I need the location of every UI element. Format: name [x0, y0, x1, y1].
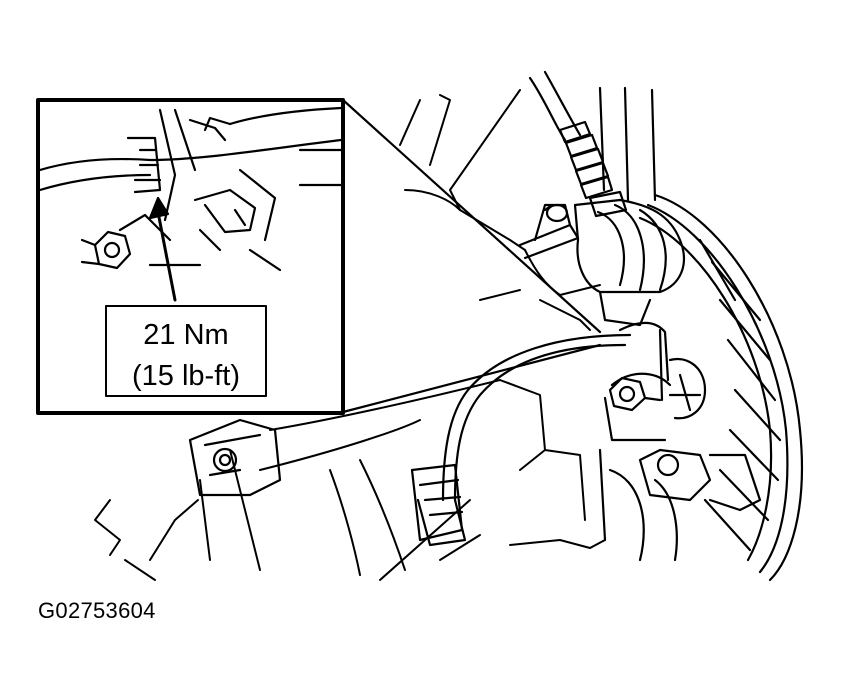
mounting-bracket: [188, 418, 282, 497]
zoom-leader-lines: [341, 98, 602, 414]
upper-shield-lines: [399, 89, 601, 331]
strut-housing: [598, 86, 664, 402]
brake-caliper: [518, 198, 685, 294]
figure-id-label: G02753604: [38, 598, 156, 623]
torque-imperial-label: (15 lb-ft): [132, 360, 240, 392]
detail-inset: 21 Nm (15 lb-ft): [36, 98, 345, 415]
torque-spec-box: 21 Nm (15 lb-ft): [105, 305, 267, 397]
torque-metric-label: 21 Nm: [143, 319, 228, 351]
steering-knuckle: [598, 290, 762, 562]
main-assembly-drawing: [94, 70, 804, 582]
brake-hose: [528, 70, 628, 218]
caliper-bolt-main: [608, 376, 662, 412]
brake-rotor: [638, 193, 804, 582]
